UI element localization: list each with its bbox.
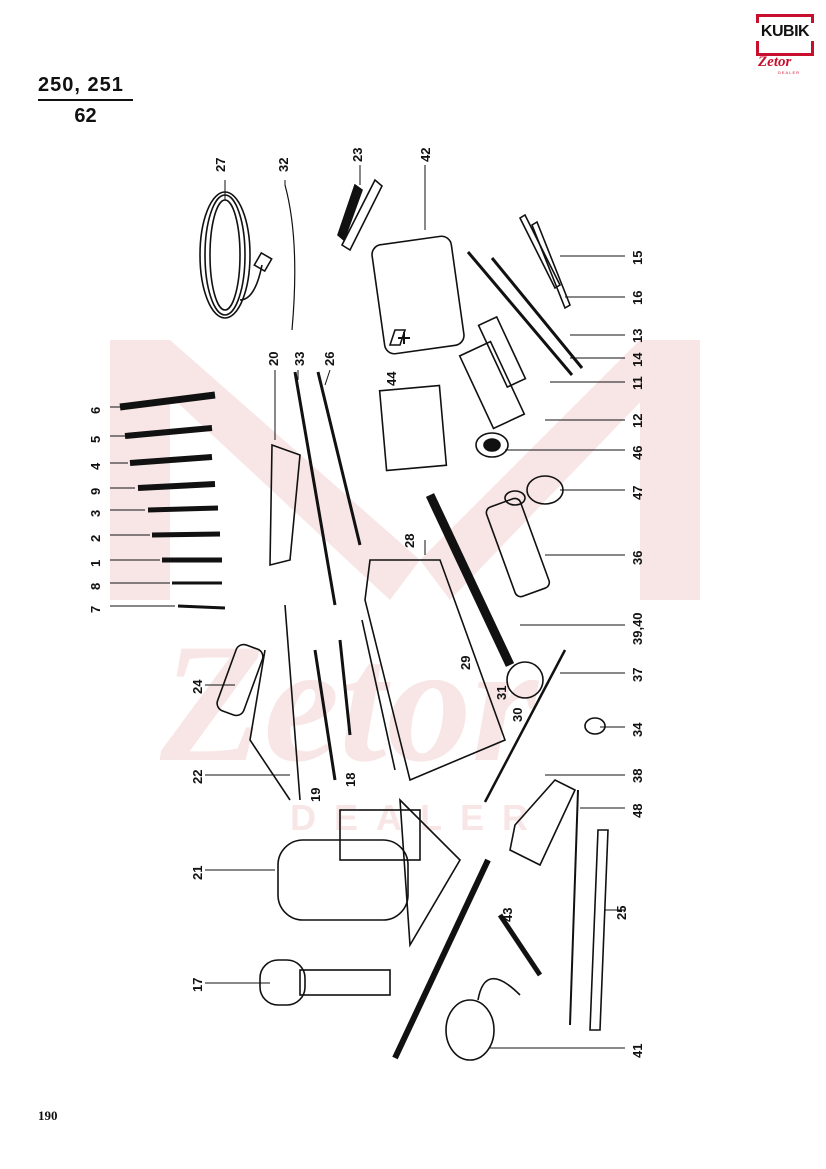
callout-28: 28 — [402, 533, 417, 548]
callout-19: 19 — [308, 787, 323, 802]
callout-34: 34 — [630, 722, 645, 737]
callout-46: 46 — [630, 445, 645, 460]
callout-6: 6 — [88, 406, 103, 414]
callout-15: 15 — [630, 250, 645, 265]
mallet-17 — [259, 959, 391, 1006]
callout-32: 32 — [276, 157, 291, 172]
logo-tag: DEALER — [778, 70, 801, 75]
rod-48 — [569, 789, 579, 1026]
callout-7: 7 — [88, 605, 103, 613]
callout-9: 9 — [88, 487, 103, 495]
callout-39-40: 39,40 — [630, 612, 645, 645]
grease-gun-24 — [216, 643, 264, 717]
group-number: 62 — [74, 105, 97, 127]
callout-5: 5 — [88, 435, 103, 443]
callout-31: 31 — [494, 685, 509, 700]
gauge-41 — [445, 977, 521, 1061]
callout-36: 36 — [630, 550, 645, 565]
callout-48: 48 — [630, 803, 645, 818]
cap-47 — [504, 475, 564, 506]
strip-25 — [589, 829, 609, 1031]
tool-roll-44 — [378, 384, 448, 472]
logo-wordmark: KUBIK — [754, 23, 816, 41]
callout-47: 47 — [630, 485, 645, 500]
screwdriver-43 — [497, 913, 543, 977]
callout-13: 13 — [630, 328, 645, 343]
bracket-38 — [509, 779, 577, 867]
cable-coil-27 — [199, 191, 273, 319]
callout-42: 42 — [418, 147, 433, 162]
tool-kit-illustration — [110, 165, 625, 1061]
callout-33: 33 — [292, 351, 307, 366]
callout-37: 37 — [630, 667, 645, 682]
oil-can-20 — [269, 443, 301, 567]
callout-21: 21 — [190, 865, 205, 880]
callout-26: 26 — [322, 351, 337, 366]
jack-21 — [277, 797, 462, 948]
callout-22: 22 — [190, 769, 205, 784]
callout-17: 17 — [190, 977, 205, 992]
bar-37 — [483, 649, 567, 803]
callout-12: 12 — [630, 413, 645, 428]
logo-brand: Zetor — [758, 54, 792, 70]
cap-34 — [584, 717, 606, 735]
callout-11: 11 — [630, 376, 645, 390]
levers-33-26 — [293, 371, 362, 606]
callout-30: 30 — [510, 707, 525, 722]
callout-41: 41 — [630, 1043, 645, 1058]
callout-14: 14 — [630, 352, 645, 367]
callout-1: 1 — [88, 559, 103, 567]
handle-bar — [392, 858, 491, 1060]
callout-29: 29 — [458, 655, 473, 670]
callout-16: 16 — [630, 290, 645, 305]
rods-13-14 — [466, 251, 584, 376]
screwdrivers-18-19 — [313, 639, 352, 781]
crank-22 — [249, 604, 301, 801]
callout-27: 27 — [213, 157, 228, 172]
callout-24: 24 — [190, 679, 205, 694]
first-aid-kit-42 — [371, 235, 465, 355]
tool-box-28 — [361, 559, 507, 782]
callout-2: 2 — [88, 534, 103, 542]
hex-keys-15-16 — [518, 213, 571, 310]
box-spanners-11-12 — [458, 315, 527, 430]
model-numbers: 250, 251 — [38, 74, 133, 101]
wire-32 — [284, 184, 296, 331]
callout-38: 38 — [630, 768, 645, 783]
callout-4: 4 — [88, 462, 103, 470]
page-number: 190 — [38, 1108, 58, 1123]
wrenches-1-9 — [119, 391, 226, 610]
model-header: 250, 251 62 — [38, 74, 133, 128]
callout-3: 3 — [88, 509, 103, 517]
callout-8: 8 — [88, 582, 103, 590]
pliers-23 — [337, 178, 383, 252]
kubik-zetor-logo: KUBIK Zetor DEALER — [752, 14, 818, 76]
socket-36 — [485, 497, 551, 598]
plug-46 — [475, 432, 509, 458]
callout-44: 44 — [384, 371, 399, 386]
callout-18: 18 — [343, 772, 358, 787]
ratchet-39-40 — [425, 493, 544, 699]
callout-20: 20 — [266, 351, 281, 366]
callout-25: 25 — [614, 905, 629, 920]
callout-43: 43 — [500, 907, 515, 922]
callout-23: 23 — [350, 147, 365, 162]
leader-lines — [110, 165, 625, 1049]
